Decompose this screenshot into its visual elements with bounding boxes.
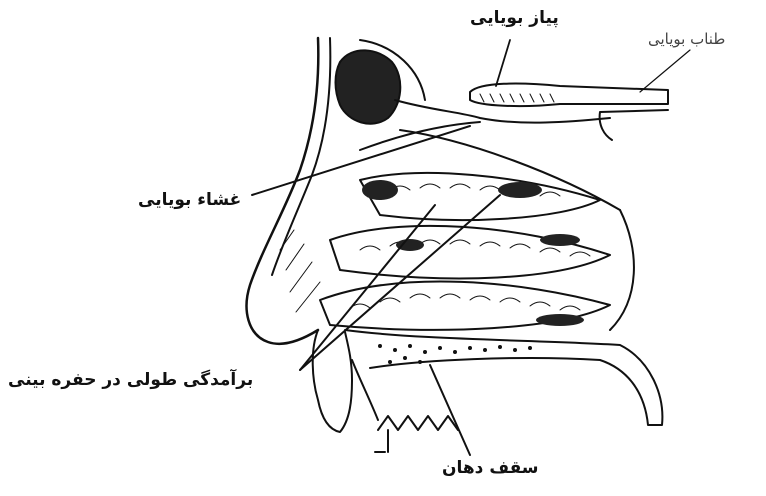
frontal-sinus	[336, 50, 401, 123]
concha-hatching	[280, 184, 590, 312]
label-olfactory-bulb: پیاز بویایی	[470, 8, 559, 28]
leader-olfactory-membrane	[252, 126, 470, 195]
olfactory-tract-lower	[600, 110, 668, 140]
label-olfactory-tract: طناب بویایی	[648, 30, 725, 48]
label-palate: سقف دهان	[442, 458, 539, 478]
label-olfactory-membrane: غشاء بویایی	[138, 190, 241, 210]
palate-dots	[378, 344, 532, 364]
hard-palate	[345, 330, 662, 425]
middle-concha	[330, 226, 610, 279]
cavity-roof	[400, 130, 620, 210]
olfactory-bulb-shape	[470, 84, 668, 107]
upper-lip	[313, 330, 352, 432]
label-nasal-concha: برآمدگی طولی در حفره بینی	[8, 370, 253, 390]
bulb-hatching	[480, 94, 554, 102]
teeth	[375, 416, 458, 452]
maxilla-front	[352, 360, 378, 420]
nose-inner-line	[272, 38, 330, 275]
leader-olfactory-tract	[640, 50, 690, 92]
leader-olfactory-bulb	[496, 40, 510, 86]
leader-palate	[430, 365, 470, 455]
cavity-back	[610, 210, 634, 330]
cribriform-lower	[360, 122, 480, 150]
